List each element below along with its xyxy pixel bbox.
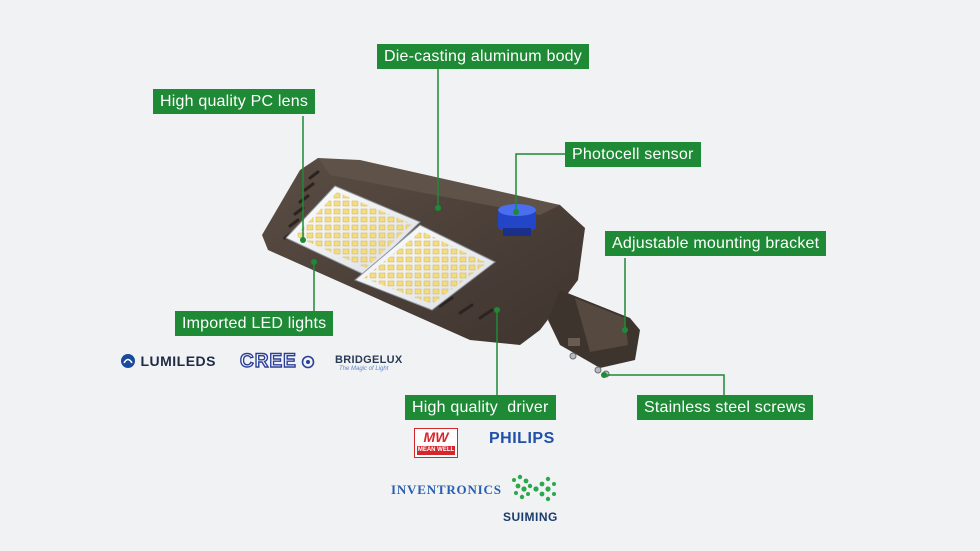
leader-lines: [302, 68, 725, 397]
callout-led: Imported LED lights: [175, 311, 334, 336]
meanwell-logo: MW MEAN WELL: [414, 428, 458, 458]
meanwell-mark: MW: [423, 429, 449, 445]
lumileds-logo: LUMILEDS: [120, 352, 216, 370]
lumileds-icon: [121, 353, 135, 368]
callout-bracket: Adjustable mounting bracket: [605, 231, 827, 256]
suiming-dots-icon: [512, 474, 556, 502]
bracket-illustration: [548, 290, 640, 368]
bridgelux-text: BRIDGELUX: [335, 354, 403, 366]
leader-dots: [300, 205, 628, 378]
bridgelux-tagline: The Magic of Light: [339, 366, 389, 372]
callout-body: Die-casting aluminum body: [377, 44, 589, 69]
bridgelux-logo: BRIDGELUX The Magic of Light: [335, 354, 402, 372]
housing-top: [318, 158, 560, 215]
philips-logo: PHILIPS: [489, 430, 555, 447]
cree-logo: CREE: [239, 350, 315, 373]
callout-screws: Stainless steel screws: [637, 395, 813, 420]
callout-photocell: Photocell sensor: [565, 142, 701, 167]
cree-mark-icon: [301, 355, 315, 369]
suiming-logo-mark: [508, 472, 560, 511]
meanwell-text: MEAN WELL: [417, 446, 455, 455]
suiming-text: SUIMING: [503, 510, 558, 524]
callout-lens: High quality PC lens: [153, 89, 316, 114]
cree-text: CREE: [239, 350, 297, 372]
lumileds-text: LUMILEDS: [140, 352, 217, 369]
inventronics-logo: INVENTRONICS: [391, 482, 502, 497]
photocell-illustration: [498, 204, 536, 236]
callout-driver: High quality driver: [405, 395, 556, 420]
